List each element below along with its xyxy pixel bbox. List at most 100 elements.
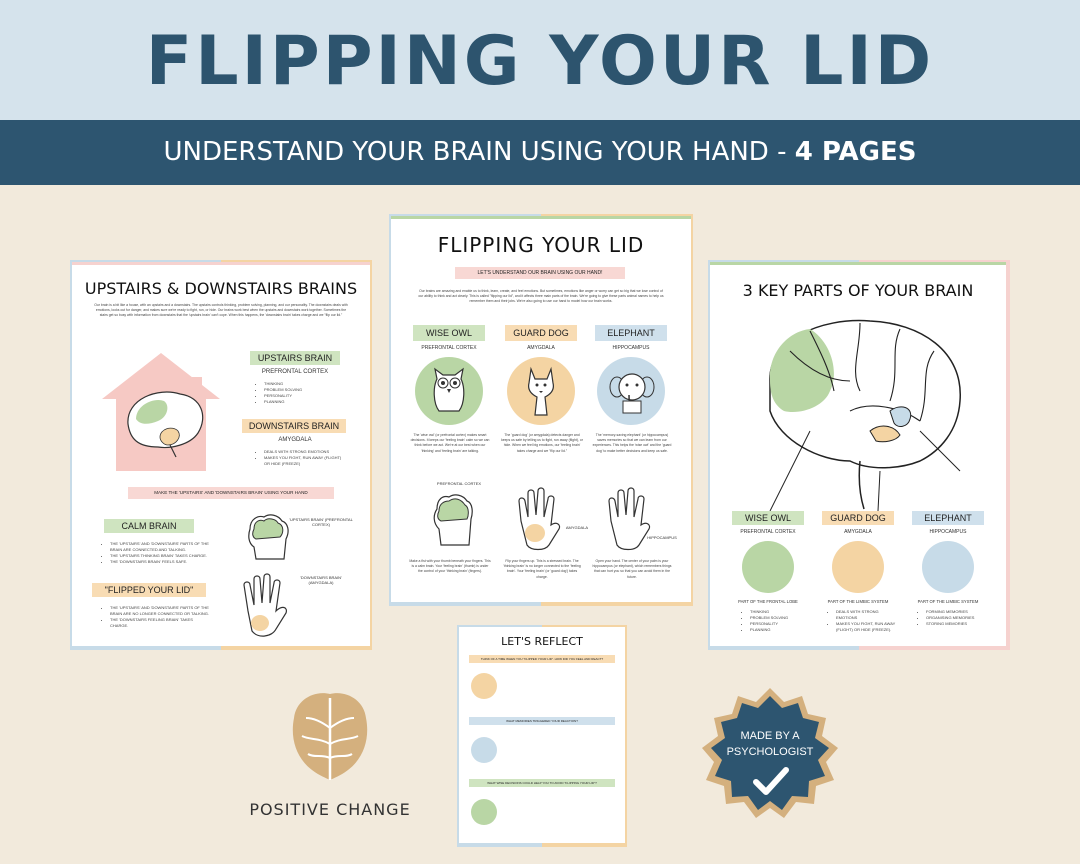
right-card-dog-part: PART OF THE LIMBIC SYSTEM [827, 599, 889, 604]
hand-label-hippocampus: HIPPOCAMPUS [647, 535, 677, 540]
question-3: WHAT WISE DECISIONS COULD HELP YOU TO AV… [469, 779, 615, 787]
elephant-icon [609, 373, 655, 414]
question-1: THINK OF A TIME WHEN YOU "FLIPPED YOUR L… [469, 655, 615, 663]
right-owl-circle [742, 541, 794, 593]
brain-illustration [769, 319, 961, 511]
brain-tree-logo [292, 693, 368, 780]
subtitle-band: UNDERSTAND YOUR BRAIN USING YOUR HAND - … [0, 120, 1080, 185]
fist-note: 'UPSTAIRS BRAIN' (PREFRONTAL CORTEX) [289, 517, 353, 527]
subtitle-bold: 4 PAGES [794, 137, 917, 167]
list-item: MAKES YOU FIGHT, RUN AWAY (FLIGHT) OR HI… [836, 621, 900, 633]
page-left: UPSTAIRS & DOWNSTAIRS BRAINS Our brain i… [72, 262, 370, 646]
right-owl-bullets: THINKING PROBLEM SOLVING PERSONALITY PLA… [742, 609, 808, 633]
page-left-intro: Our brain is a bit like a house, with an… [94, 303, 348, 318]
upstairs-bullets: THINKING PROBLEM SOLVING PERSONALITY PLA… [256, 381, 346, 405]
right-dog-bullets: DEALS WITH STRONG EMOTIONS MAKES YOU FIG… [828, 609, 900, 633]
list-item: THE 'UPSTAIRS' AND 'DOWNSTAIRS' PARTS OF… [110, 605, 212, 617]
right-elephant-circle [922, 541, 974, 593]
right-card-elephant-label: ELEPHANT [912, 511, 984, 525]
list-item: DEALS WITH STRONG EMOTIONS [836, 609, 900, 621]
card-owl-sub: PREFRONTAL CORTEX [421, 345, 477, 351]
right-card-elephant-sub: HIPPOCAMPUS [929, 529, 967, 535]
card-elephant-sub: HIPPOCAMPUS [612, 345, 650, 351]
card-dog-sub: AMYGDALA [527, 345, 555, 351]
list-item: THE 'DOWNSTAIRS FEELING BRAIN' TAKES CHA… [110, 617, 212, 629]
list-item: THE 'UPSTAIRS' AND 'DOWNSTAIRS' PARTS OF… [110, 541, 212, 553]
subtitle-text: UNDERSTAND YOUR BRAIN USING YOUR HAND - [163, 137, 795, 167]
brand-name: POSITIVE CHANGE [249, 800, 411, 819]
right-card-dog-sub: AMYGDALA [844, 529, 872, 535]
hand-label-amygdala: AMYGDALA [565, 525, 589, 530]
upstairs-sub: PREFRONTAL CORTEX [261, 369, 329, 375]
badge-line1: MADE BY A [740, 730, 800, 742]
owl-icon [433, 367, 465, 412]
card-dog-desc: The 'guard dog' (or amygdala) detects da… [501, 433, 583, 453]
hand-label-pfc: PREFRONTAL CORTEX [436, 481, 482, 486]
hand-desc-2: Flip your fingers up. This is a stressed… [503, 559, 581, 579]
right-dog-circle [832, 541, 884, 593]
center-banner: LET'S UNDERSTAND OUR BRAIN USING OUR HAN… [455, 267, 625, 279]
downstairs-bullets: DEALS WITH STRONG EMOTIONS MAKES YOU FIG… [256, 449, 348, 467]
badge-line2: PSYCHOLOGIST [726, 746, 814, 758]
downstairs-sub: AMYGDALA [278, 437, 312, 443]
right-card-owl-label: WISE OWL [732, 511, 804, 525]
calm-label: CALM BRAIN [104, 519, 194, 533]
list-item: STORING MEMORIES [926, 621, 988, 627]
list-item: THE 'DOWNSTAIRS BRAIN' FEELS SAFE. [110, 559, 212, 565]
reflect-elephant-circle [471, 737, 497, 763]
open-hand-illustration [243, 573, 287, 637]
page-left-title: UPSTAIRS & DOWNSTAIRS BRAINS [84, 279, 358, 298]
dog-icon [528, 366, 554, 416]
page-center-title: FLIPPING YOUR LID [437, 233, 645, 257]
list-item: FORMING MEMORIES [926, 609, 988, 615]
flipped-bullets: THE 'UPSTAIRS' AND 'DOWNSTAIRS' PARTS OF… [102, 605, 212, 629]
fist-illustration [248, 514, 289, 560]
center-open-hand-illustration [608, 487, 651, 551]
psychologist-badge [702, 688, 838, 818]
page-center: FLIPPING YOUR LID LET'S UNDERSTAND OUR B… [391, 216, 691, 602]
list-item: PLANNING [750, 627, 808, 633]
question-2: WHAT MEMORIES TRIGGERED YOUR REACTION? [469, 717, 615, 725]
center-flip-hand-illustration [518, 487, 561, 551]
list-item: PLANNING [264, 399, 346, 405]
card-dog-label: GUARD DOG [505, 325, 577, 341]
list-item: PERSONALITY [264, 393, 346, 399]
list-item: THE 'UPSTAIRS THINKING BRAIN' TAKES CHAR… [110, 553, 212, 559]
card-owl-label: WISE OWL [413, 325, 485, 341]
list-item: PROBLEM SOLVING [750, 615, 808, 621]
page-bottom: LET'S REFLECT THINK OF A TIME WHEN YOU "… [459, 627, 625, 843]
card-owl-desc: The 'wise owl' (or prefrontal cortex) ma… [410, 433, 490, 453]
card-elephant-label: ELEPHANT [595, 325, 667, 341]
downstairs-label: DOWNSTAIRS BRAIN [242, 419, 346, 433]
hand-desc-1: Make a fist with your thumb beneath your… [409, 559, 491, 574]
page-bottom-title: LET'S REFLECT [501, 635, 583, 648]
list-item: DEALS WITH STRONG EMOTIONS [264, 449, 348, 455]
upstairs-label: UPSTAIRS BRAIN [250, 351, 340, 365]
right-card-elephant-part: PART OF THE LIMBIC SYSTEM [917, 599, 979, 604]
make-banner: MAKE THE 'UPSTAIRS' AND 'DOWNSTAIRS BRAI… [128, 487, 334, 499]
hand-note: 'DOWNSTAIRS BRAIN' (AMYGDALA) [300, 575, 342, 585]
list-item: THINKING [750, 609, 808, 615]
hand-desc-3: Open your hand. The center of your palm … [592, 559, 672, 579]
right-elephant-bullets: FORMING MEMORIES ORGANISING MEMORIES STO… [918, 609, 988, 627]
right-card-owl-part: PART OF THE FRONTAL LOBE [738, 599, 798, 604]
right-card-dog-label: GUARD DOG [822, 511, 894, 525]
list-item: PROBLEM SOLVING [264, 387, 346, 393]
calm-bullets: THE 'UPSTAIRS' AND 'DOWNSTAIRS' PARTS OF… [102, 541, 212, 565]
list-item: THINKING [264, 381, 346, 387]
center-intro: Our brains are amazing and enable us to … [418, 289, 664, 304]
center-fist-illustration [433, 494, 473, 546]
header-banner: FLIPPING YOUR LID [0, 0, 1080, 120]
main-title: FLIPPING YOUR LID [145, 22, 935, 101]
list-item: MAKES YOU FIGHT, RUN AWAY (FLIGHT) OR HI… [264, 455, 348, 467]
page-right-title: 3 KEY PARTS OF YOUR BRAIN [742, 281, 974, 300]
card-elephant-desc: The 'memory-saving elephant' (or hippoca… [592, 433, 672, 453]
right-card-owl-sub: PREFRONTAL CORTEX [740, 529, 796, 535]
reflect-owl-circle [471, 799, 497, 825]
list-item: ORGANISING MEMORIES [926, 615, 988, 621]
house-illustration [102, 353, 220, 471]
reflect-dog-circle [471, 673, 497, 699]
list-item: PERSONALITY [750, 621, 808, 627]
page-right: 3 KEY PARTS OF YOUR BRAIN WISE OWL GUARD… [710, 262, 1006, 646]
flipped-label: "FLIPPED YOUR LID" [92, 583, 206, 597]
